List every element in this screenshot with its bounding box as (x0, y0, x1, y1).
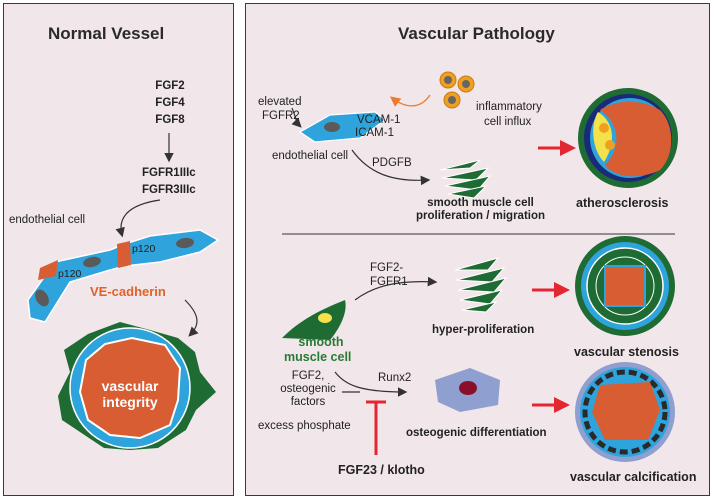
smc-cluster-hyperproliferation (454, 257, 508, 313)
smc-label-1: smooth (298, 335, 344, 349)
ligand-fgf4: FGF4 (155, 97, 185, 109)
fgfr2-arrow (291, 107, 302, 128)
pathology-endothelial-label: endothelial cell (272, 150, 349, 162)
fgf2-fgfr1-arrow (354, 276, 438, 301)
pdgfb-label: PDGFB (372, 157, 412, 169)
ligand-fgf2: FGF2 (155, 80, 185, 92)
pathology-endothelial-cell (298, 111, 386, 143)
vascular-stenosis-label: vascular stenosis (574, 345, 679, 359)
smooth-muscle-cell (282, 300, 346, 340)
hyper-proliferation-label: hyper-proliferation (432, 324, 535, 336)
normal-vessel-title: Normal Vessel (48, 24, 165, 43)
osteogenic-differentiation-label: osteogenic differentiation (406, 427, 547, 439)
inflammatory-label-2: cell influx (484, 116, 532, 128)
inflammatory-cells (439, 71, 475, 109)
osteogenic-cell (435, 368, 500, 412)
endothelial-cells (27, 229, 220, 323)
fgf2-osteogenic-2: osteogenic (280, 383, 336, 395)
excess-phosphate-label: excess phosphate (258, 420, 351, 432)
p120-label-1: p120 (58, 268, 82, 280)
fgf2-fgfr1-label-2: FGFR1 (370, 276, 408, 288)
smc-to-runx2-arrow (334, 371, 408, 397)
vascular-pathology-title: Vascular Pathology (398, 24, 555, 43)
smc-cluster-proliferation (439, 159, 492, 199)
fgfr-to-cell-arrow (115, 199, 161, 238)
ve-cadherin-label: VE-cadherin (90, 284, 166, 299)
p120-label-2: p120 (132, 243, 156, 255)
cell-to-vessel-arrow (184, 299, 199, 337)
inflammatory-arrow (389, 94, 431, 107)
fgf2-osteogenic-3: factors (290, 396, 326, 408)
red-arrow-calcification (532, 397, 570, 413)
fgfr2-label: FGFR2 (262, 110, 300, 122)
icam-label: ICAM-1 (355, 127, 394, 139)
fgf23-inhibition (366, 400, 386, 455)
red-arrow-atherosclerosis (538, 140, 576, 156)
smc-label-2: muscle cell (284, 350, 352, 364)
elevated-label: elevated (258, 96, 302, 108)
stenosis-vessel (575, 236, 675, 336)
runx2-label: Runx2 (378, 372, 412, 384)
atherosclerosis-vessel (578, 88, 678, 188)
pdgfb-arrow (351, 149, 431, 186)
normal-vessel-crosssection (58, 322, 216, 450)
calcification-vessel (575, 362, 675, 462)
vcam-label: VCAM-1 (357, 114, 401, 126)
ligand-fgf8: FGF8 (155, 114, 185, 126)
endothelial-cell-label: endothelial cell (9, 214, 86, 226)
receptor-fgfr3: FGFR3IIIc (142, 184, 196, 196)
integrity-label-2: integrity (102, 394, 158, 410)
fgf2-fgfr1-label-1: FGF2- (370, 262, 404, 274)
inflammatory-label-1: inflammatory (476, 101, 542, 113)
integrity-label-1: vascular (101, 378, 159, 394)
red-arrow-stenosis (532, 282, 570, 298)
fgf23-klotho-label: FGF23 / klotho (338, 463, 425, 477)
fgf2-osteogenic-1: FGF2, (291, 370, 325, 382)
receptor-fgfr1: FGFR1IIIc (142, 167, 196, 179)
smc-proliferation-label-2: proliferation / migration (415, 210, 546, 222)
vascular-calcification-label: vascular calcification (570, 470, 697, 484)
atherosclerosis-label: atherosclerosis (576, 196, 669, 210)
smc-proliferation-label-1: smooth muscle cell (427, 197, 534, 209)
